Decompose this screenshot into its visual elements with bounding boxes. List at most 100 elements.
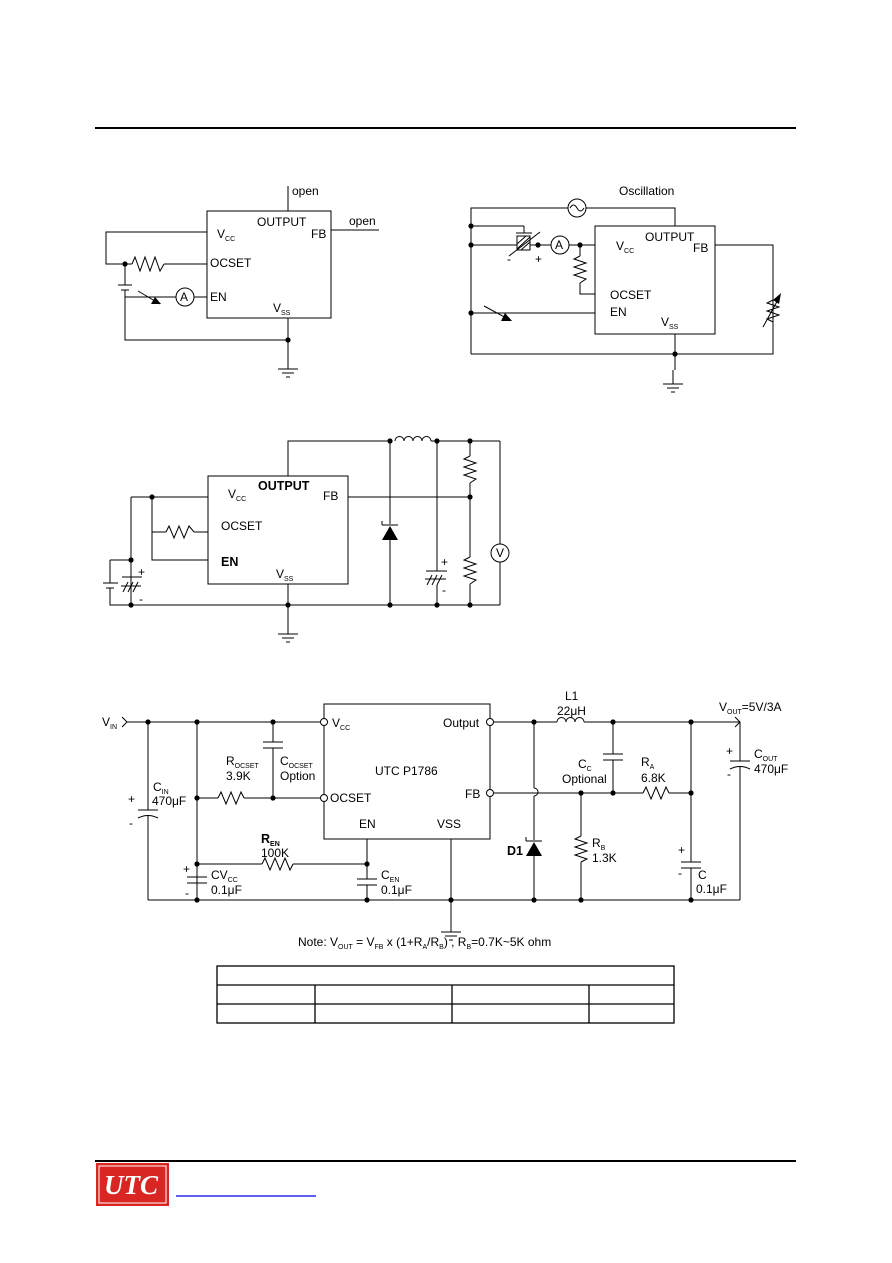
resistor bbox=[572, 255, 588, 284]
pin-vcc-label: VCC bbox=[616, 239, 634, 255]
ra-value: 6.8K bbox=[641, 771, 666, 785]
c-value: 0.1μF bbox=[696, 882, 727, 896]
component-table bbox=[216, 965, 675, 1024]
chip-box bbox=[594, 225, 716, 335]
vin-label: VIN bbox=[102, 715, 117, 731]
pin-output-label: OUTPUT bbox=[257, 215, 307, 229]
l1-label: L1 bbox=[565, 689, 579, 703]
pin-output-label: OUTPUT bbox=[645, 230, 695, 244]
diode bbox=[382, 526, 398, 540]
electrolytic-capacitor bbox=[516, 235, 531, 251]
rocset-value: 3.9K bbox=[226, 769, 251, 783]
ground-symbol bbox=[662, 369, 684, 393]
pin-output-label: OUTPUT bbox=[258, 479, 310, 493]
resistor bbox=[462, 455, 478, 484]
cvcc-label: CVCC bbox=[211, 868, 238, 884]
cout-value: 470μF bbox=[754, 762, 788, 776]
pin-fb-label: FB bbox=[465, 787, 480, 801]
pin-en-label: EN bbox=[221, 555, 238, 569]
pin-vss-label: VSS bbox=[276, 567, 294, 583]
logo-text: UTC bbox=[104, 1170, 159, 1200]
pin-vss-label: VSS bbox=[437, 817, 461, 831]
cout-minus: - bbox=[727, 767, 731, 781]
minus-label: - bbox=[442, 583, 446, 597]
utc-logo: UTC bbox=[96, 1163, 169, 1206]
pin-vss-label: VSS bbox=[273, 301, 291, 317]
rocset-label: ROCSET bbox=[226, 754, 260, 770]
cvcc-value: 0.1μF bbox=[211, 883, 242, 897]
rb-value: 1.3K bbox=[592, 851, 617, 865]
cocset-label: COCSET bbox=[280, 754, 314, 770]
wiring: A bbox=[105, 186, 379, 378]
diagram-3-load-circuit: OUTPUT VCC FB OCSET EN VSS V bbox=[103, 436, 510, 643]
pin-vcc-label: VCC bbox=[332, 716, 350, 732]
oscillation-title: Oscillation bbox=[619, 184, 674, 198]
ra-resistor bbox=[642, 785, 670, 801]
cen-label: CEN bbox=[381, 868, 399, 884]
ren-resistor bbox=[261, 856, 294, 872]
wiring: - + A bbox=[468, 198, 781, 393]
arrow-head bbox=[773, 293, 781, 304]
resistor bbox=[462, 556, 478, 585]
l1-value: 22μH bbox=[557, 704, 586, 718]
voltmeter-label: V bbox=[496, 546, 504, 560]
pin-fb-label: FB bbox=[323, 489, 338, 503]
pin-en-label: EN bbox=[210, 290, 227, 304]
cap-plus-label: + bbox=[535, 252, 542, 266]
chip-box bbox=[206, 210, 332, 319]
cout-plus: + bbox=[726, 744, 733, 758]
resistor bbox=[131, 255, 165, 273]
pin-ocset-label: OCSET bbox=[221, 519, 263, 533]
cvcc-minus: - bbox=[185, 886, 189, 900]
ren-label: REN bbox=[261, 832, 280, 848]
inductor bbox=[394, 436, 432, 442]
cin-plus: + bbox=[128, 792, 135, 806]
diagram-2-oscillation-circuit: Oscillation OUTPUT VCC FB OCSET EN VSS -… bbox=[468, 184, 781, 393]
plus-label: + bbox=[441, 555, 448, 569]
open-right-label: open bbox=[349, 214, 376, 228]
pin-en-label: EN bbox=[610, 305, 627, 319]
wiring: V + - bbox=[103, 436, 510, 643]
minus-label: - bbox=[139, 592, 143, 606]
application-circuit: UTC P1786 VCC Output OCSET FB EN VSS VIN… bbox=[102, 689, 788, 941]
diagram-1-test-circuit: OUTPUT VCC FB OCSET EN VSS open open A bbox=[105, 184, 379, 378]
pin-ocset-label: OCSET bbox=[610, 288, 652, 302]
resistor bbox=[165, 524, 195, 540]
pin-ocset-label: OCSET bbox=[210, 256, 252, 270]
cc-note: Optional bbox=[562, 772, 607, 786]
c-label: C bbox=[698, 868, 707, 882]
rocset-resistor bbox=[217, 790, 245, 806]
ground-symbol bbox=[277, 354, 299, 378]
chip-box bbox=[207, 475, 349, 585]
chip-name: UTC P1786 bbox=[375, 764, 438, 778]
chip-box bbox=[323, 703, 491, 840]
vout-formula-note: Note: VOUT = VFB x (1+RA/RB) , RB=0.7K~5… bbox=[298, 935, 551, 951]
sine-wave-icon bbox=[569, 204, 585, 212]
input-terminal bbox=[121, 716, 128, 728]
pin-vcc-label: VCC bbox=[228, 487, 246, 503]
c-plus: + bbox=[678, 843, 685, 857]
variable-arrow bbox=[508, 231, 541, 257]
pin-vss-label: VSS bbox=[661, 315, 679, 331]
pin-ocset-label: OCSET bbox=[330, 791, 372, 805]
inductor-l1 bbox=[556, 717, 585, 723]
vout-label: VOUT=5V/3A bbox=[719, 700, 782, 716]
pin-vcc-label: VCC bbox=[217, 227, 235, 243]
pin-output-label: Output bbox=[443, 716, 480, 730]
cin-label: CIN bbox=[153, 780, 169, 796]
capacitor-plate-curved bbox=[137, 815, 159, 819]
rb-resistor bbox=[573, 835, 589, 863]
cen-value: 0.1μF bbox=[381, 883, 412, 897]
cvcc-plus: + bbox=[183, 862, 190, 876]
cap-minus-label: - bbox=[507, 252, 511, 266]
ra-label: RA bbox=[641, 755, 655, 771]
arrow-head bbox=[151, 297, 161, 304]
ren-value: 100K bbox=[261, 846, 289, 860]
wiring: VIN + - CIN 470μF ROCSET 3.9K COCSET Opt… bbox=[102, 689, 788, 941]
cin-minus: - bbox=[129, 816, 133, 830]
cin-value: 470μF bbox=[152, 794, 186, 808]
c-minus: - bbox=[678, 866, 682, 880]
cocset-note: Option bbox=[280, 769, 315, 783]
plus-label: + bbox=[138, 565, 145, 579]
